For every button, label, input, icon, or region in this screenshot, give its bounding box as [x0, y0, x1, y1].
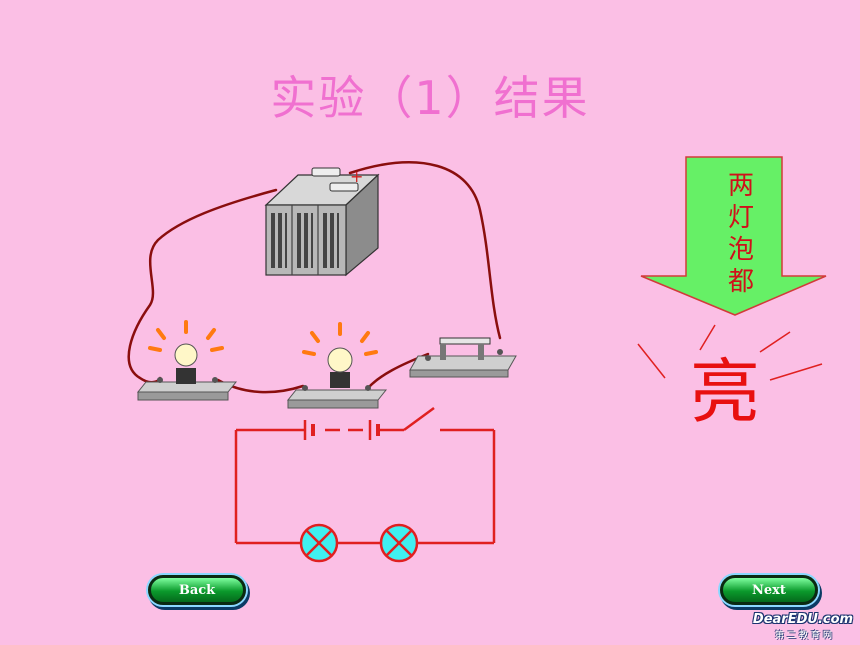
wire-battery-to-switch — [348, 161, 502, 340]
middle-lamp-board — [286, 322, 388, 409]
arrow-char-4: 都 — [727, 267, 754, 297]
middle-lamp-rays — [302, 322, 378, 356]
schematic-diagram — [234, 406, 496, 563]
wire-battery-to-left-lamp — [127, 188, 278, 384]
arrow-char-1: 两 — [727, 171, 754, 201]
result-text: 亮 — [690, 351, 760, 433]
back-button[interactable]: Back — [148, 575, 246, 605]
schematic-lamp-2 — [379, 523, 419, 563]
slide-title: 实验（1）结果 — [270, 71, 590, 125]
down-arrow — [640, 156, 827, 316]
next-button[interactable]: Next — [720, 575, 818, 605]
result-rays — [637, 324, 823, 381]
battery-plus-mark: + — [350, 167, 363, 186]
watermark-logo: DearEDU.com — [752, 612, 854, 627]
schematic-lamp-1 — [299, 523, 339, 563]
arrow-char-3: 泡 — [727, 235, 754, 265]
switch-board — [409, 337, 517, 378]
watermark-subtitle: 第二教育网 — [774, 631, 835, 641]
schematic-switch — [403, 406, 435, 432]
arrow-label: 两 灯 泡 都 — [719, 170, 763, 298]
arrow-char-2: 灯 — [727, 203, 754, 233]
left-lamp-board — [136, 320, 238, 401]
left-lamp-rays — [148, 320, 224, 352]
battery-pack: + — [264, 167, 380, 277]
